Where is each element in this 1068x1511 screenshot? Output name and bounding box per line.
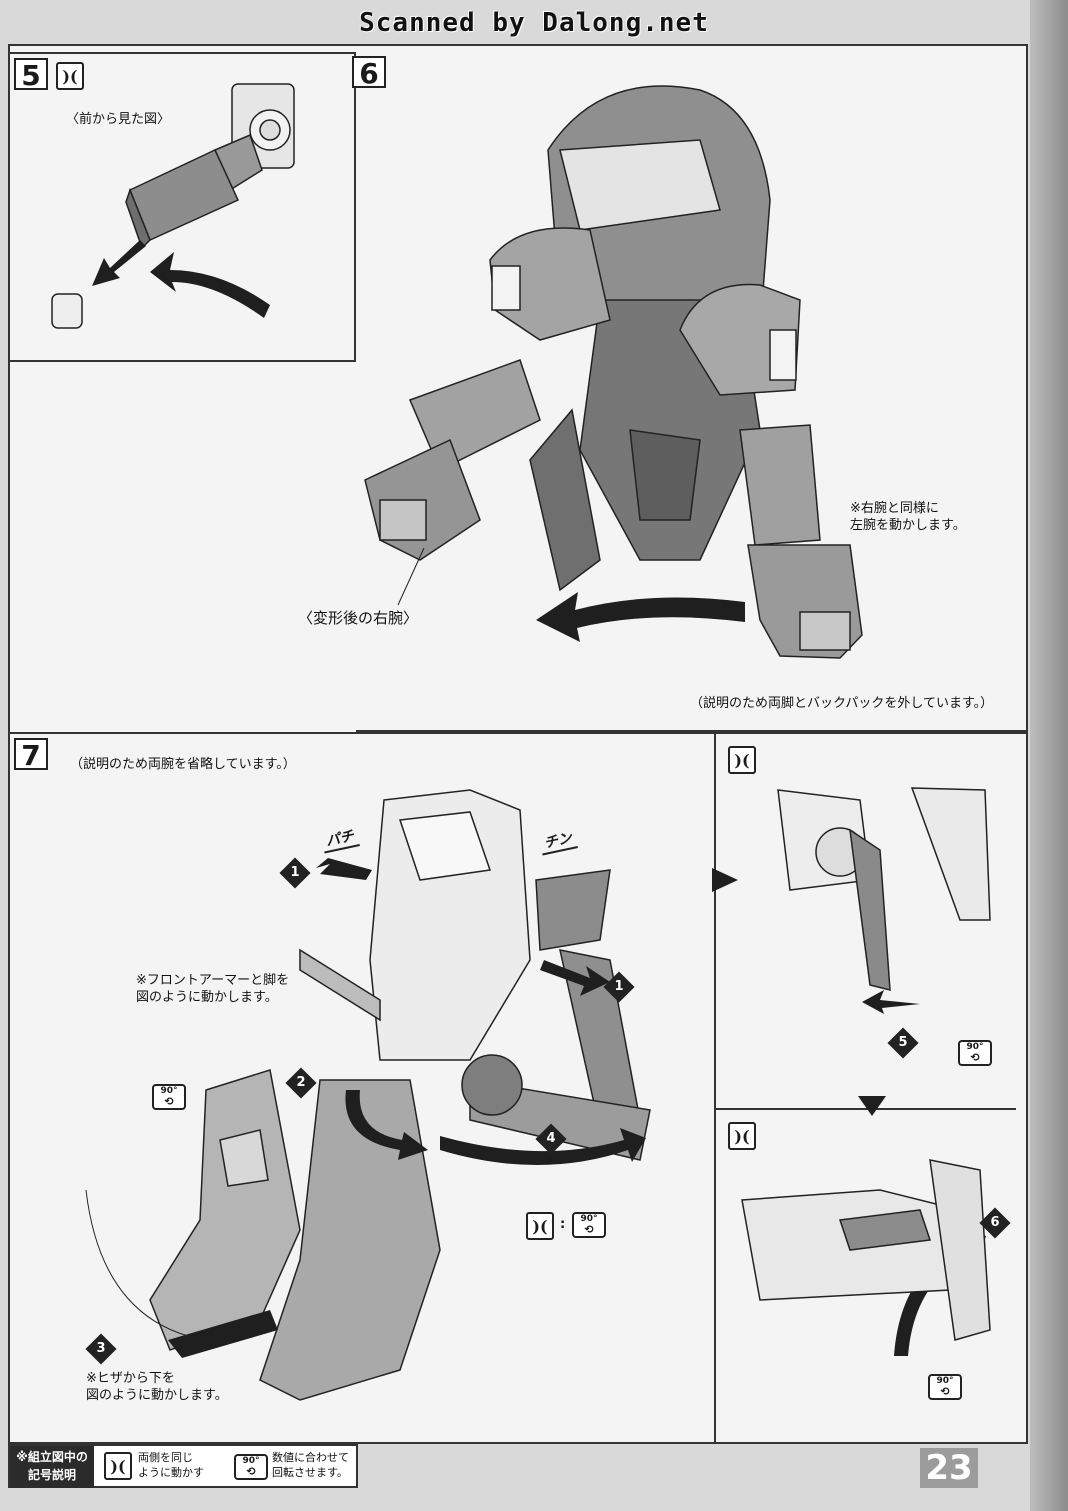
step7-divider-vertical [714,734,716,1442]
step7-badge-3: 3 [85,1333,117,1365]
right-arm-leader-line [397,547,425,606]
legend-heading: ※組立図中の 記号説明 [10,1446,94,1488]
knee-note: ※ヒザから下を 図のように動かします。 [86,1371,228,1403]
both-sides-symbol-icon: )( [526,1212,554,1240]
rotate-90-symbol-icon: 90°⟲ [234,1454,268,1480]
step7-arc-guide [85,1189,189,1337]
arms-omitted-note: （説明のため両腕を省略しています。） [70,757,296,772]
rotate-90-symbol-icon: 90°⟲ [958,1040,992,1066]
step7-detail-a [777,787,991,991]
legend-both-sides-text: 両側を同じ ように動かす [138,1451,204,1479]
front-armor-note: ※フロントアーマーと脚を 図のように動かします。 [136,973,290,1005]
page-number: 23 [920,1448,978,1488]
symbol-legend: ※組立図中の 記号説明 )( 両側を同じ ように動かす 90°⟲ 数値に合わせて… [8,1444,358,1488]
step5-arrow-curve [150,252,270,318]
rotate-90-symbol-icon: 90°⟲ [152,1084,186,1110]
step6-torso-illustration [529,85,771,592]
step6-arrow-curve [536,592,745,642]
page-edge-shadow [1030,0,1068,1511]
step7-divider-horizontal [716,1108,1016,1110]
combo-separator: : [560,1217,566,1232]
step5-arm-illustration [51,83,295,329]
step7-badge-2: 2 [285,1067,317,1099]
legend-rotate-text: 数値に合わせて 回転させます。 [272,1451,349,1479]
scan-watermark: Scanned by Dalong.net [359,8,709,38]
both-sides-symbol-icon: )( [104,1452,132,1480]
step6-number: 6 [352,56,386,90]
step7-detail-b [741,1159,991,1341]
both-sides-symbol-icon: )( [728,746,756,774]
legs-backpack-removed-note: （説明のため両脚とバックパックを外しています。） [690,696,994,711]
step6-right-arm [364,227,611,561]
both-sides-symbol-icon: )( [56,62,84,90]
step7-body-illustration [299,789,651,1161]
both-sides-symbol-icon: )( [728,1122,756,1150]
left-arm-note: ※右腕と同様に 左腕を動かします。 [850,501,966,533]
step6-left-arm [679,283,863,659]
rotate-90-symbol-icon: 90°⟲ [928,1374,962,1400]
right-arm-label: 〈変形後の右腕〉 [298,609,419,627]
step7-badge-6: 6 [979,1207,1011,1239]
step7-badge-5: 5 [887,1027,919,1059]
step7-badge-1-left: 1 [279,857,311,889]
step7-badge-1-right: 1 [603,971,635,1003]
step5-number: 5 [14,58,48,92]
rotate-90-symbol-icon: 90°⟲ [572,1212,606,1238]
step6-panel: 6 [352,52,1028,732]
step7-badge-4: 4 [535,1123,567,1155]
step7-number: 7 [14,738,48,772]
step5-arrow-detach [92,240,146,286]
step7-panel: 7 （説明のため両腕を省略しています。） [8,732,1028,1444]
front-view-caption: 〈前から見た図〉 [66,112,171,127]
